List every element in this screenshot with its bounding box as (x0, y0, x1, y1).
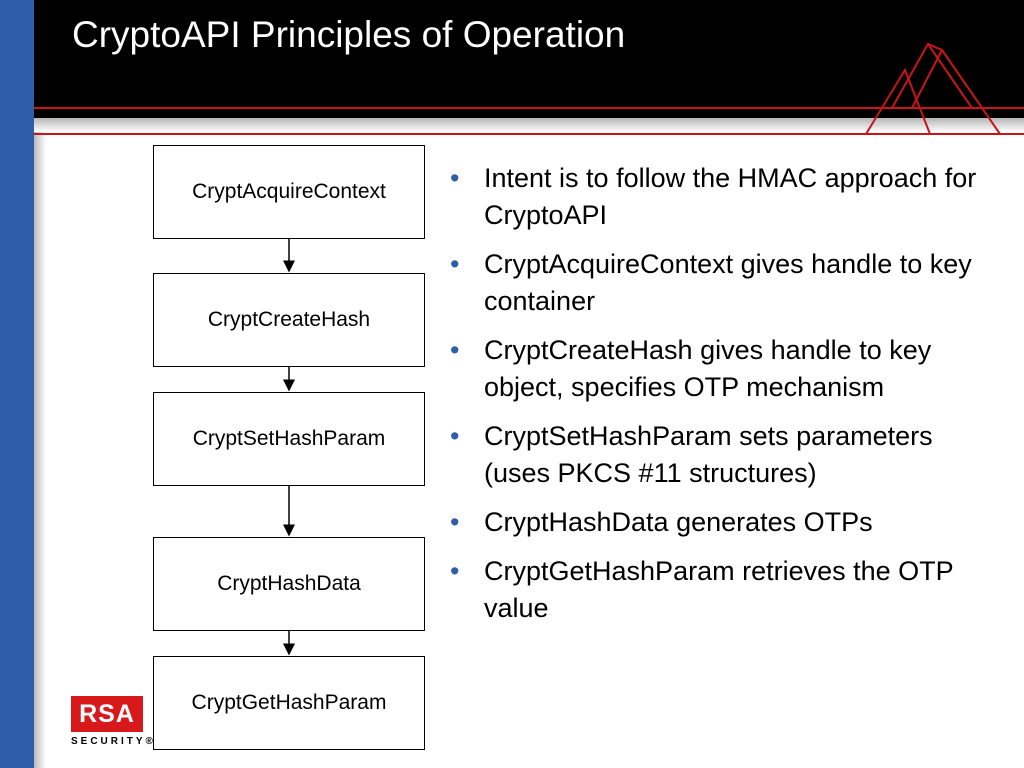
slide-title: CryptoAPI Principles of Operation (72, 14, 626, 55)
left-shadow (34, 0, 46, 768)
bullet-item: • Intent is to follow the HMAC approach f… (446, 160, 1006, 234)
bullet-text: CryptSetHashParam sets parameters (uses … (484, 421, 933, 488)
flow-step-hash-data: CryptHashData (153, 537, 425, 631)
bullet-text: CryptGetHashParam retrieves the OTP valu… (484, 556, 954, 623)
flow-step-get-hash-param: CryptGetHashParam (153, 656, 425, 750)
rsa-logo-mark: RSA (71, 696, 143, 732)
bullet-item: • CryptAcquireContext gives handle to key… (446, 246, 1006, 320)
bullet-dot-icon: • (450, 421, 460, 451)
flow-step-set-hash-param: CryptSetHashParam (153, 392, 425, 486)
bullet-dot-icon: • (450, 507, 460, 537)
bullet-item: • CryptCreateHash gives handle to key obj… (446, 332, 1006, 406)
bullet-list: • Intent is to follow the HMAC approach f… (446, 160, 1006, 639)
bullet-item: • CryptGetHashParam retrieves the OTP val… (446, 553, 1006, 627)
bullet-text: CryptCreateHash gives handle to key obje… (484, 335, 932, 402)
left-accent-bar (0, 0, 34, 768)
bullet-item: • CryptSetHashParam sets parameters (uses… (446, 418, 1006, 492)
bullet-item: • CryptHashData generates OTPs (446, 504, 1006, 541)
rsa-security-logo: RSA SECURITY® (68, 696, 154, 752)
bullet-dot-icon: • (450, 249, 460, 279)
bullet-text: CryptHashData generates OTPs (484, 507, 873, 537)
flow-step-acquire-context: CryptAcquireContext (153, 145, 425, 239)
title-bar-shadow (34, 118, 1024, 132)
bullet-text: CryptAcquireContext gives handle to key … (484, 249, 972, 316)
bullet-dot-icon: • (450, 163, 460, 193)
bullet-text: Intent is to follow the HMAC approach fo… (484, 163, 977, 230)
flow-step-create-hash: CryptCreateHash (153, 273, 425, 367)
rsa-logo-sub: SECURITY® (71, 736, 156, 747)
title-bar (34, 0, 1024, 118)
bullet-dot-icon: • (450, 556, 460, 586)
bullet-dot-icon: • (450, 335, 460, 365)
